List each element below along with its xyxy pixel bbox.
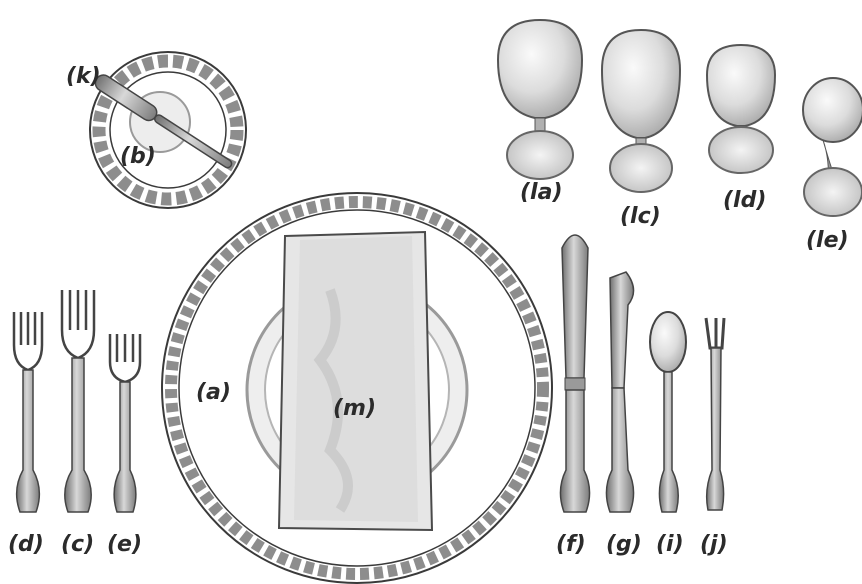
label-la: (la) [520,182,563,204]
dinner-fork [62,290,94,512]
water-goblet [498,20,582,179]
label-i: (i) [656,534,684,556]
salad-fork [110,334,140,512]
label-j: (j) [700,534,728,556]
label-f: (f) [556,534,586,556]
label-b: (b) [120,146,156,168]
dinner-knife [560,235,589,512]
label-g: (g) [606,534,642,556]
label-ld: (ld) [723,190,766,212]
fish-fork [14,312,42,512]
fish-knife [606,272,633,512]
white-wine-glass [707,45,775,173]
sherry-glass [803,78,862,216]
label-d: (d) [8,534,44,556]
oyster-fork [706,318,724,510]
label-lc: (lc) [620,206,661,228]
red-wine-glass [602,30,680,192]
label-m: (m) [333,398,376,420]
label-le: (le) [806,230,849,252]
label-k: (k) [66,66,101,88]
label-a: (a) [196,382,231,404]
soup-spoon [650,312,686,512]
label-e: (e) [107,534,142,556]
napkin [279,232,432,530]
label-c: (c) [61,534,94,556]
